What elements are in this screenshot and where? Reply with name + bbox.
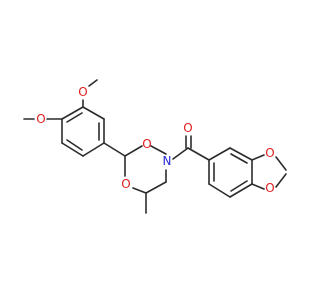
bond <box>82 142 105 157</box>
bond <box>251 154 265 161</box>
atom-label-n: N <box>163 154 172 168</box>
atom-label-o: O <box>142 137 151 151</box>
atom-label-o: O <box>36 112 45 126</box>
atom-label-o: O <box>78 85 87 99</box>
bond <box>275 156 287 171</box>
atom-label-layer: O O O O N O O O <box>36 85 274 195</box>
bond <box>103 142 126 157</box>
atom-label-o: O <box>265 146 274 160</box>
bond-layer <box>23 79 287 214</box>
bond <box>187 147 210 161</box>
bond <box>229 183 253 198</box>
bond <box>230 153 248 164</box>
bond <box>61 142 84 157</box>
bond <box>172 147 189 160</box>
bond <box>150 145 167 155</box>
bond <box>229 147 253 161</box>
bond <box>230 180 248 192</box>
bond <box>208 183 231 198</box>
atom-label-o: O <box>121 177 130 191</box>
bond <box>61 106 84 120</box>
bond <box>275 173 287 188</box>
bond <box>66 139 83 151</box>
bond <box>251 183 265 190</box>
atom-label-o: O <box>265 181 274 195</box>
bond <box>88 79 98 87</box>
bond <box>124 145 143 157</box>
bond <box>208 147 231 161</box>
bond <box>66 112 83 123</box>
atom-label-o: O <box>183 121 192 135</box>
bond <box>145 181 167 194</box>
bond <box>82 106 105 120</box>
bond <box>132 187 147 194</box>
structure-diagram: O O O O N O O O <box>23 79 287 214</box>
